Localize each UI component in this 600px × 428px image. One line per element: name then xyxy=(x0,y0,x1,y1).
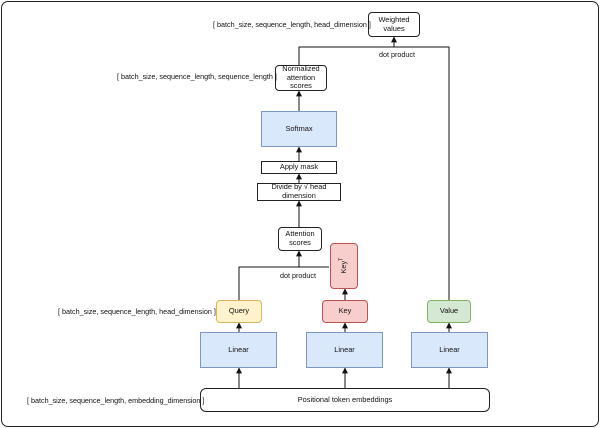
normalized-scores-node: Normalized attention scores xyxy=(275,63,327,91)
value-node: Value xyxy=(427,300,471,323)
attention-scores-node: Attention scores xyxy=(278,227,322,251)
linear-key-label: Linear xyxy=(334,344,355,354)
value-label: Value xyxy=(439,306,459,316)
key-node: Key xyxy=(322,300,368,323)
shape-label-weighted: [ batch_size, sequence_length, head_dime… xyxy=(213,20,371,29)
weighted-values-node: Weighted values xyxy=(368,12,420,37)
query-node: Query xyxy=(216,300,262,323)
key-label: Key xyxy=(338,306,352,316)
key-transpose-node: KeyT xyxy=(330,243,358,289)
embeddings-node: Positional token embeddings xyxy=(200,388,490,412)
divide-node: Divide by √ head dimension xyxy=(257,182,341,201)
linear-value-node: Linear xyxy=(411,332,488,368)
shape-label-qkv: [ batch_size, sequence_length, head_dime… xyxy=(58,307,216,316)
apply-mask-node: Apply mask xyxy=(261,161,337,174)
line-normalized-weighted xyxy=(298,46,394,65)
dot-product-top-label: dot product xyxy=(379,50,415,59)
embeddings-label: Positional token embeddings xyxy=(297,394,393,404)
line-value-weighted xyxy=(394,46,450,300)
divide-label: Divide by √ head dimension xyxy=(271,182,327,200)
key-transpose-label: KeyT xyxy=(338,258,348,274)
linear-query-node: Linear xyxy=(200,332,277,368)
line-query-join xyxy=(238,266,299,300)
attention-scores-label: Attention scores xyxy=(285,229,315,247)
linear-query-label: Linear xyxy=(228,344,249,354)
softmax-label: Softmax xyxy=(285,123,313,133)
weighted-values-label: Weighted values xyxy=(378,14,410,33)
shape-label-scores: [ batch_size, sequence_length, sequence_… xyxy=(117,72,277,81)
dot-product-mid-label: dot product xyxy=(280,271,316,280)
apply-mask-label: Apply mask xyxy=(279,162,319,172)
query-label: Query xyxy=(228,306,250,316)
linear-value-label: Linear xyxy=(439,344,460,354)
softmax-node: Softmax xyxy=(261,111,337,147)
linear-key-node: Linear xyxy=(306,332,383,368)
shape-label-embed: [ batch_size, sequence_length, embedding… xyxy=(27,396,205,405)
normalized-scores-label: Normalized attention scores xyxy=(282,63,320,91)
